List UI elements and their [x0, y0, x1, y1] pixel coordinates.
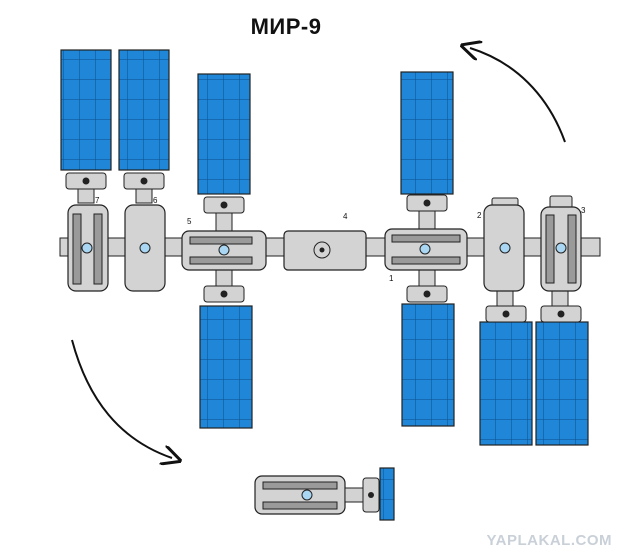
gimbal-joints	[65, 172, 582, 323]
module-label-1: 1	[389, 274, 394, 283]
module-1	[384, 228, 468, 271]
module-label-2: 2	[477, 211, 482, 220]
detached-module	[254, 467, 395, 521]
module-4	[283, 230, 367, 271]
module-label-5: 5	[187, 217, 192, 226]
module-2	[483, 204, 525, 292]
rotation-arrow-bottom-left	[71, 339, 172, 458]
module-label-3: 3	[581, 206, 586, 215]
solar-panel-1-upper	[400, 71, 454, 195]
diagram-title: МИР-9	[250, 14, 322, 39]
solar-panel-3-lower	[535, 321, 589, 446]
solar-panel-1-lower	[401, 303, 455, 427]
module-7	[67, 204, 109, 292]
watermark: YAPLAKAL.COM	[486, 532, 612, 549]
module-5	[181, 230, 267, 271]
module-6	[124, 204, 166, 292]
solar-panel-5-upper	[197, 73, 251, 195]
module-label-6: 6	[153, 196, 158, 205]
solar-panel-7-upper	[60, 49, 112, 171]
rotation-arrow-top-right	[470, 48, 566, 143]
module-3	[540, 206, 582, 292]
module-label-7: 7	[95, 196, 100, 205]
solar-panel-6-upper	[118, 49, 170, 171]
module-label-4: 4	[343, 212, 348, 221]
solar-panel-5-lower	[199, 305, 253, 429]
solar-panel-2-lower	[479, 321, 533, 446]
